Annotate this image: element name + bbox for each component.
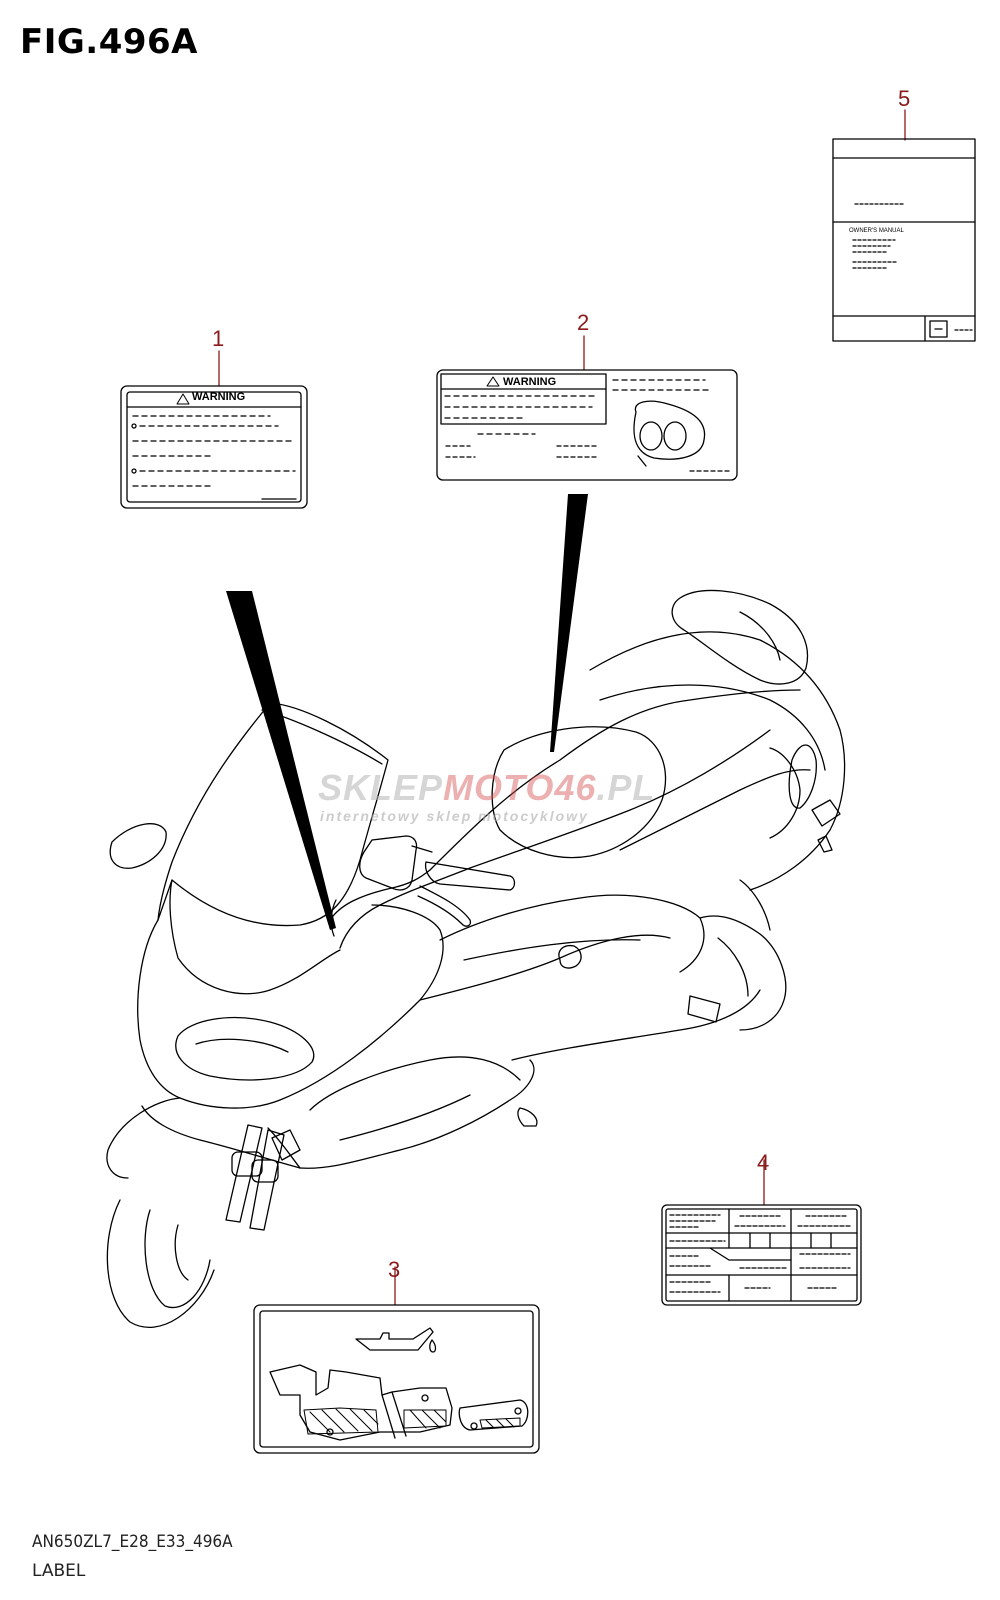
label1-heading: WARNING (192, 391, 246, 403)
figure-title: FIG.496A (20, 22, 198, 62)
scooter-outline (106, 589, 846, 1328)
part-3-oil-label[interactable] (253, 1266, 540, 1454)
label5-text: OWNER'S MANUAL (849, 228, 904, 234)
label2-heading: WARNING (503, 376, 557, 388)
callout-1[interactable]: 1 (212, 326, 225, 351)
watermark-brand-a: SKLEP (318, 767, 444, 808)
pointer-wedge-1 (226, 591, 336, 930)
part-4-info-label[interactable] (661, 1159, 862, 1306)
watermark-tagline: internetowy sklep motocyklowy (320, 808, 589, 824)
callout-2[interactable]: 2 (577, 310, 590, 335)
watermark: SKLEPMOTO46.PL (318, 767, 655, 809)
callout-4[interactable]: 4 (757, 1150, 770, 1175)
figure-caption: LABEL (32, 1561, 86, 1581)
callout-3[interactable]: 3 (388, 1257, 401, 1282)
part-1-warning-label[interactable] (120, 350, 308, 509)
part-2-warning-label[interactable] (436, 335, 738, 481)
pointer-wedge-2 (550, 494, 588, 752)
part-5-owners-manual-card[interactable] (832, 109, 976, 342)
watermark-brand-c: .PL (596, 767, 656, 808)
watermark-brand-b: MOTO46 (443, 767, 597, 808)
callout-5[interactable]: 5 (898, 86, 911, 111)
figure-code: AN650ZL7_E28_E33_496A (32, 1532, 233, 1552)
